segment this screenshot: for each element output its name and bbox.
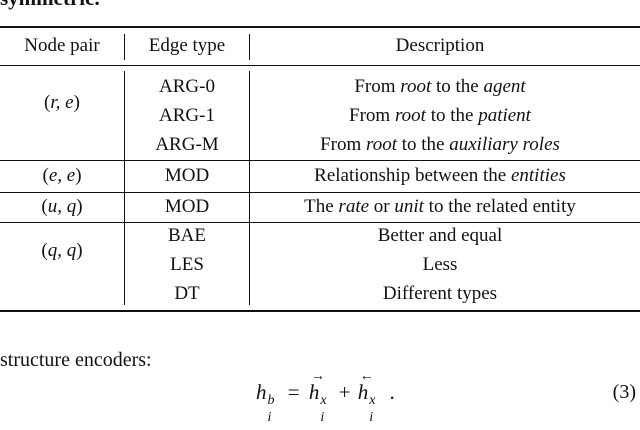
header-edge-type: Edge type [148,35,226,56]
edge-mod-entities: MOD [164,165,210,186]
group-rule-2 [0,192,640,193]
table-bottom-rule [0,310,640,312]
body-text: structure encoders: [0,349,152,371]
desc-mod-rate: The rate or unit to the related entity [304,196,576,217]
column-separator-2 [249,71,250,305]
equation-number: (3) [612,381,636,403]
node-pair-e-e: (e, e) [42,165,82,186]
desc-arg-1: From root to the patient [349,105,531,126]
column-separator-1 [124,71,125,305]
edge-arg-1: ARG-1 [159,105,215,126]
edge-arg-0: ARG-0 [159,76,215,97]
left-arrow-icon: ← [359,369,374,384]
desc-bae: Better and equal [377,225,503,246]
desc-les: Less [422,254,458,275]
caption-fragment: symmetric. [0,0,100,10]
edge-arg-m: ARG-M [155,134,219,155]
edge-bae: BAE [168,225,206,246]
node-pair-q-q: (q, q) [41,240,83,261]
right-arrow-icon: → [310,369,325,384]
desc-dt: Different types [382,283,498,304]
edge-les: LES [170,254,204,275]
header-separator-1 [124,34,125,60]
desc-arg-0: From root to the agent [354,76,526,97]
header-rule [0,65,640,66]
desc-arg-m: From root to the auxiliary roles [320,134,560,155]
header-description: Description [395,35,485,56]
header-separator-2 [249,34,250,60]
header-node-pair: Node pair [24,35,100,56]
edge-dt: DT [174,283,200,304]
node-pair-r-e: (r, e) [44,92,80,113]
edge-mod-rate: MOD [164,196,210,217]
group-rule-3 [0,222,640,223]
group-rule-1 [0,160,640,161]
table-top-rule [0,26,640,28]
node-pair-u-q: (u, q) [41,196,83,217]
desc-mod-entities: Relationship between the entities [314,165,566,186]
